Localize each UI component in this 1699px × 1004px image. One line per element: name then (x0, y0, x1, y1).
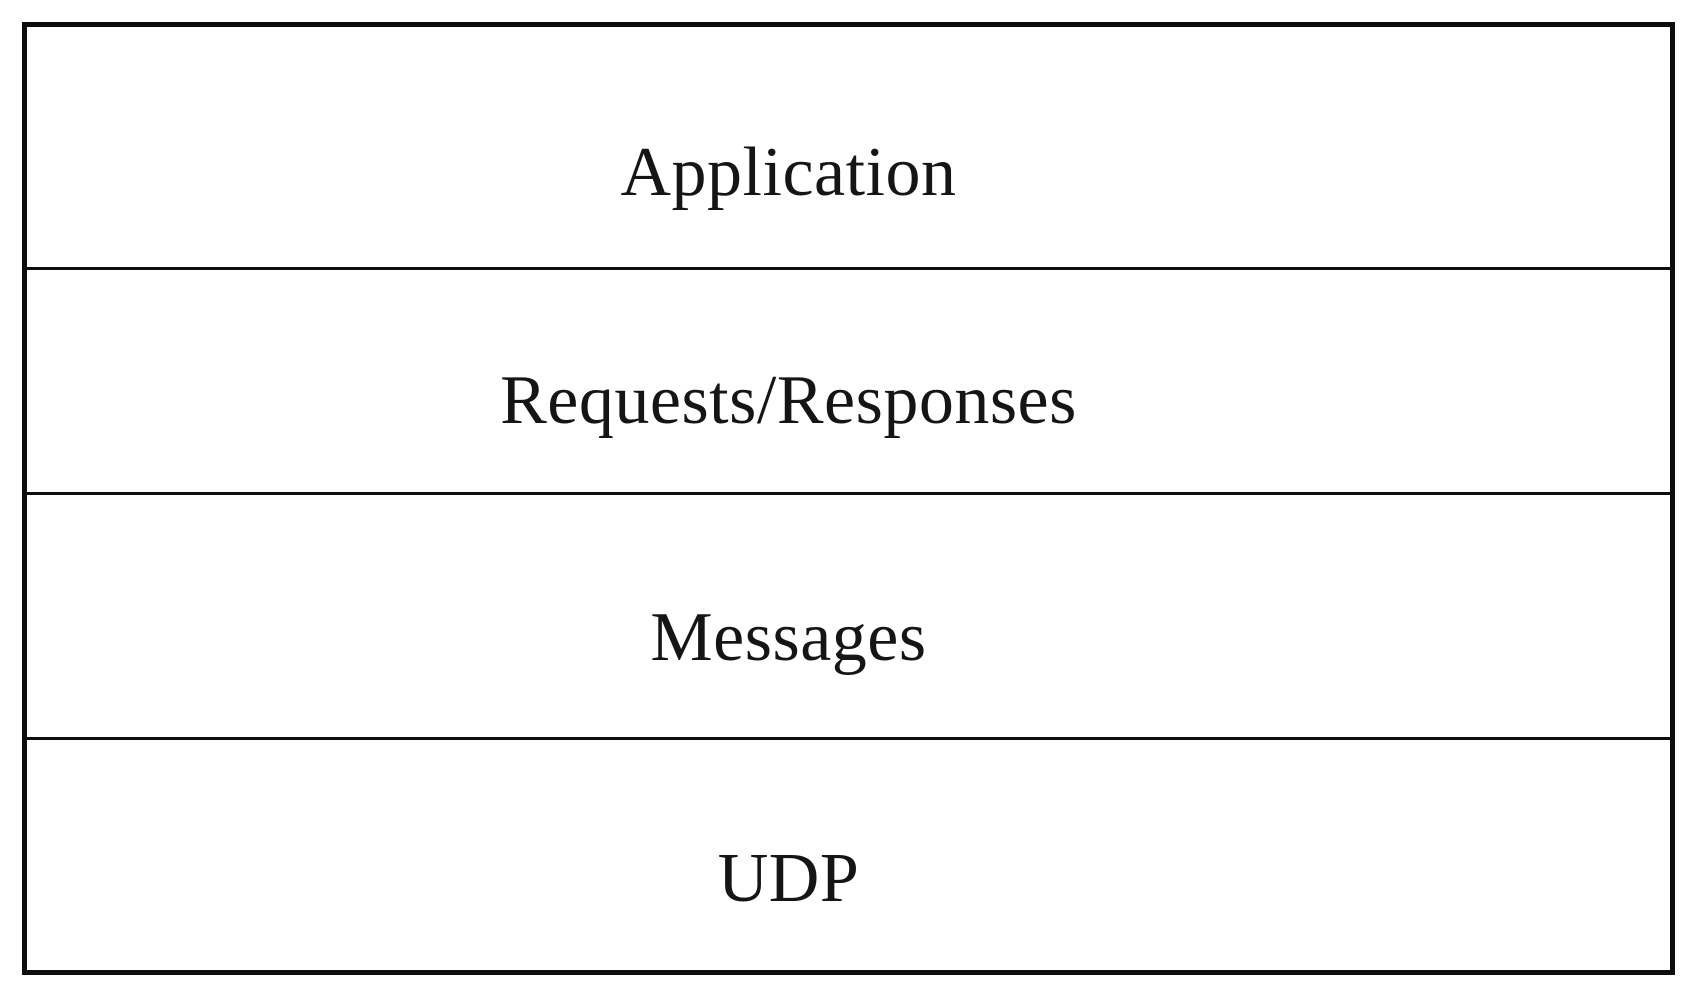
stack-layer-requests-responses: Requests/Responses (27, 267, 1670, 493)
stack-layer-application: Application (27, 27, 1670, 268)
stack-layer-udp: UDP (27, 737, 1670, 970)
stack-layer-label: UDP (717, 840, 860, 918)
protocol-stack-diagram: Application Requests/Responses Messages … (22, 22, 1675, 975)
stack-layer-label: Messages (650, 599, 927, 677)
stack-layer-messages: Messages (27, 492, 1670, 738)
stack-layer-label: Application (620, 134, 957, 212)
stack-layer-label: Requests/Responses (500, 362, 1077, 440)
